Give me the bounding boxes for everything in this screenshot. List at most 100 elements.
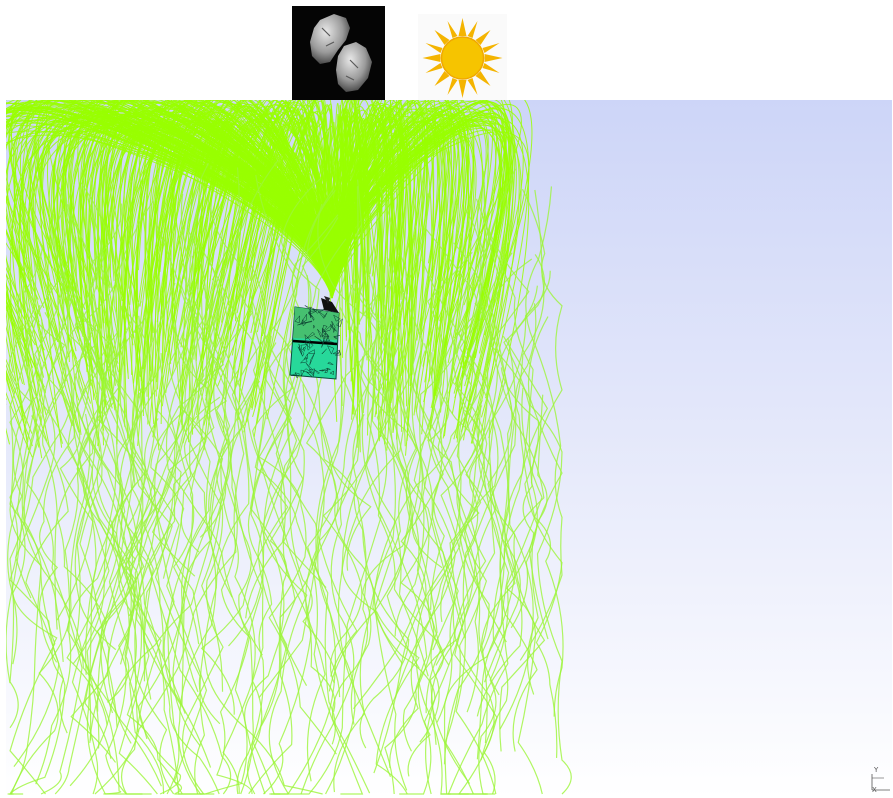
streamline xyxy=(83,348,183,795)
streamline xyxy=(379,186,445,610)
streamline xyxy=(38,282,76,663)
x-axis-label: X xyxy=(872,786,877,794)
3d-render-viewport[interactable] xyxy=(6,100,892,798)
mesh-triangle xyxy=(322,328,330,338)
streamline xyxy=(238,119,333,403)
streamline xyxy=(70,214,143,571)
streamline xyxy=(248,350,343,795)
streamline xyxy=(328,128,419,330)
streamline xyxy=(352,278,442,714)
streamline xyxy=(510,188,563,629)
mesh-triangle xyxy=(302,368,312,374)
streamline xyxy=(174,320,224,795)
streamline xyxy=(118,396,221,795)
mesh-triangle xyxy=(297,321,310,326)
streamline xyxy=(6,113,333,394)
streamline xyxy=(121,285,208,714)
streamline xyxy=(331,114,394,433)
streamline xyxy=(156,100,333,390)
mesh-triangle xyxy=(294,372,300,379)
streamline xyxy=(67,204,173,617)
streamline xyxy=(217,125,334,387)
streamline xyxy=(172,263,266,747)
streamline xyxy=(51,214,94,621)
streamline xyxy=(183,338,254,795)
streamline xyxy=(331,355,421,794)
streamline xyxy=(305,304,403,664)
streamline xyxy=(313,333,387,795)
streamline xyxy=(475,198,534,717)
mesh-triangle xyxy=(324,312,328,318)
mesh-triangle xyxy=(299,356,308,364)
streamline xyxy=(231,119,333,356)
streamline xyxy=(331,100,398,299)
mesh-triangle xyxy=(326,345,335,355)
streamline xyxy=(236,412,273,795)
streamline xyxy=(216,412,253,795)
streamline xyxy=(431,352,510,760)
streamline xyxy=(35,351,121,785)
streamline xyxy=(427,270,551,666)
streamline xyxy=(195,113,333,299)
mesh-triangle xyxy=(333,336,338,340)
mesh-triangle xyxy=(334,350,341,356)
streamline xyxy=(10,413,91,795)
streamline xyxy=(350,284,429,677)
streamline xyxy=(331,103,405,299)
streamline xyxy=(480,252,516,744)
mesh-triangle xyxy=(300,369,305,378)
mesh-triangle xyxy=(336,318,343,327)
streamline xyxy=(435,171,501,666)
streamline xyxy=(136,100,333,360)
streamline xyxy=(366,343,444,745)
streamline xyxy=(374,264,417,791)
streamline xyxy=(166,388,211,795)
mesh-triangle xyxy=(290,373,299,377)
y-axis-label: Y xyxy=(874,766,879,774)
mesh-triangle xyxy=(323,341,334,343)
streamline xyxy=(353,231,488,710)
streamline xyxy=(357,179,420,669)
streamline xyxy=(8,217,64,663)
streamline xyxy=(503,285,539,695)
streamline xyxy=(200,257,289,715)
streamline xyxy=(331,113,413,375)
streamline xyxy=(322,287,427,684)
streamline xyxy=(258,238,347,699)
streamline xyxy=(424,227,507,643)
streamline xyxy=(251,302,304,727)
streamline xyxy=(150,159,279,553)
mesh-triangle xyxy=(321,335,330,343)
streamline xyxy=(78,203,123,614)
mesh-triangle xyxy=(321,367,332,372)
streamline xyxy=(282,187,341,698)
mesh-triangle xyxy=(324,368,329,374)
streamline xyxy=(384,419,497,795)
streamline xyxy=(75,239,103,749)
streamline xyxy=(115,381,162,795)
streamline xyxy=(67,201,154,682)
streamline xyxy=(9,304,56,795)
streamline xyxy=(6,105,333,434)
streamline xyxy=(527,316,572,795)
streamline xyxy=(172,193,209,645)
streamline xyxy=(258,363,337,755)
streamline xyxy=(6,100,333,393)
streamline xyxy=(26,288,83,795)
streamline xyxy=(6,244,66,684)
streamline xyxy=(373,376,487,795)
streamline xyxy=(331,114,463,299)
mesh-triangle xyxy=(317,328,322,339)
streamline xyxy=(360,299,459,723)
streamline xyxy=(183,167,240,598)
streamline xyxy=(41,115,334,367)
streamline xyxy=(329,120,443,412)
streamline xyxy=(6,115,333,346)
mesh-triangle xyxy=(333,335,340,337)
mesh-triangle xyxy=(294,315,301,324)
streamline xyxy=(155,103,333,341)
streamline xyxy=(387,286,490,765)
mesh-triangle xyxy=(312,309,325,314)
streamline xyxy=(300,374,360,795)
streamline xyxy=(228,214,339,647)
